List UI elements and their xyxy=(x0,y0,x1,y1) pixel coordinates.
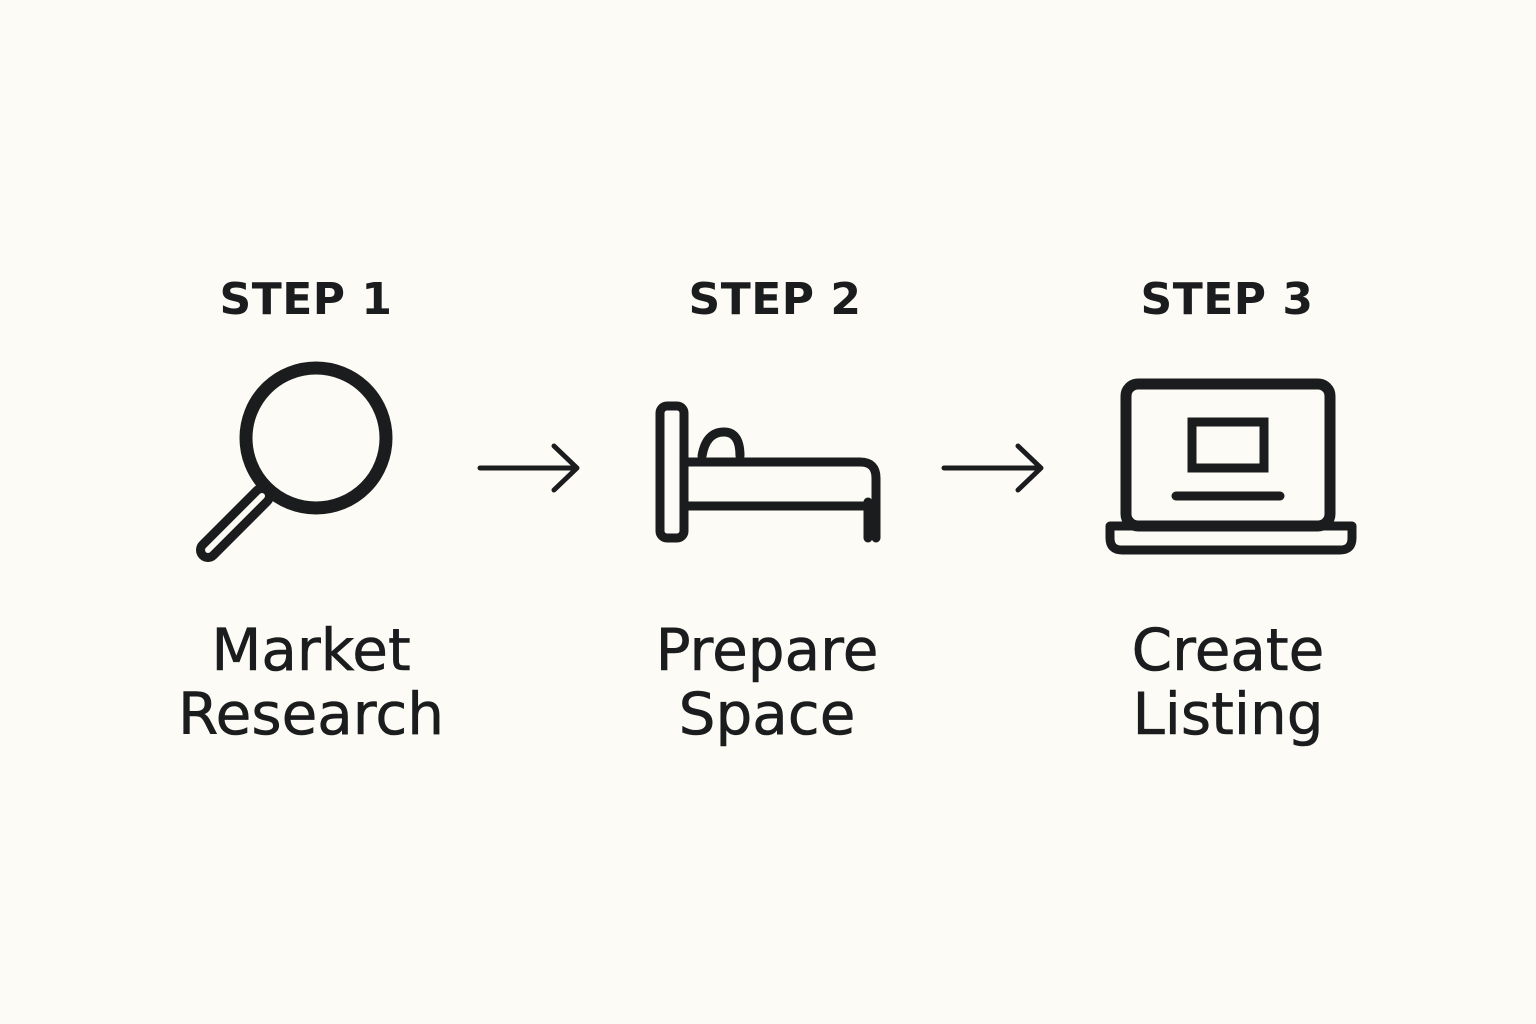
bed-icon xyxy=(648,396,888,550)
arrow-right-icon xyxy=(940,440,1052,500)
magnifying-glass-icon xyxy=(192,356,402,571)
step-2-label: Prepare Space xyxy=(567,616,967,748)
step-2-label-line-1: Prepare xyxy=(655,616,879,684)
laptop-icon xyxy=(1100,376,1362,562)
step-3-label-line-2: Listing xyxy=(1132,680,1324,748)
step-1-label-line-2: Research xyxy=(177,680,445,748)
step-1-label: Market Research xyxy=(111,616,511,748)
step-3-heading: STEP 3 xyxy=(1140,274,1314,325)
step-2-label-line-2: Space xyxy=(678,680,856,748)
step-1-heading: STEP 1 xyxy=(219,274,393,325)
step-3-label-line-1: Create xyxy=(1131,616,1325,684)
step-2-heading: STEP 2 xyxy=(688,274,862,325)
step-3-label: Create Listing xyxy=(1028,616,1428,748)
arrow-right-icon xyxy=(476,440,588,500)
step-1-label-line-1: Market xyxy=(211,616,411,684)
